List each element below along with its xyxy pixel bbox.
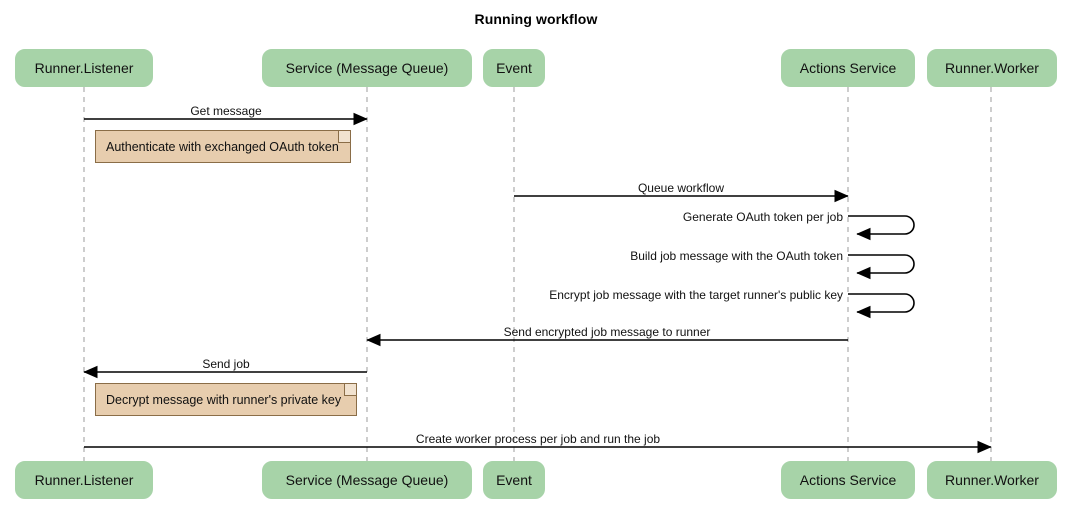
lifeline-group	[83, 87, 992, 461]
actor-label: Service (Message Queue)	[285, 60, 449, 76]
actor-label: Runner.Worker	[945, 472, 1039, 488]
actor-label: Actions Service	[799, 60, 897, 76]
message-group	[83, 112, 992, 454]
actor-event-top[interactable]: Event	[483, 49, 545, 87]
page-title: Running workflow	[474, 11, 598, 27]
note-label: Decrypt message with runner's private ke…	[106, 392, 342, 407]
actor-label: Event	[496, 472, 532, 488]
note-label: Authenticate with exchanged OAuth token	[106, 139, 339, 154]
note-authenticate-with-exchanged-oauth-token: Authenticate with exchanged OAuth token	[95, 130, 351, 163]
message-label-generate-oauth-token-per-job: Generate OAuth token per job	[682, 210, 843, 224]
message-label-send-encrypted-job-message-to-runner: Send encrypted job message to runner	[503, 325, 711, 339]
actor-label: Runner.Listener	[34, 60, 134, 76]
actor-service-message-queue-top[interactable]: Service (Message Queue)	[262, 49, 472, 87]
self-message-build-job-message-with-the-oauth-token	[848, 254, 915, 280]
actor-runner-listener-bottom[interactable]: Runner.Listener	[15, 461, 153, 499]
actor-runner-worker-bottom[interactable]: Runner.Worker	[927, 461, 1057, 499]
self-message-generate-oauth-token-per-job	[848, 215, 915, 241]
actor-actions-service-bottom[interactable]: Actions Service	[781, 461, 915, 499]
actor-actions-service-top[interactable]: Actions Service	[781, 49, 915, 87]
message-label-create-worker-process-per-job-and-run-the-job: Create worker process per job and run th…	[415, 432, 661, 446]
actor-service-message-queue-bottom[interactable]: Service (Message Queue)	[262, 461, 472, 499]
message-label-get-message: Get message	[190, 104, 262, 118]
actor-label: Actions Service	[799, 472, 897, 488]
message-label-send-job: Send job	[202, 357, 250, 371]
actor-label: Runner.Worker	[945, 60, 1039, 76]
note-fold-corner-icon	[344, 384, 356, 396]
message-label-build-job-message-with-the-oauth-token: Build job message with the OAuth token	[630, 249, 843, 263]
message-label-encrypt-job-message-with-the-target-runners-public-key: Encrypt job message with the target runn…	[549, 288, 843, 302]
actor-label: Runner.Listener	[34, 472, 134, 488]
self-message-encrypt-job-message-with-the-target-runners-public-key	[848, 293, 915, 319]
note-fold-corner-icon	[338, 131, 350, 143]
note-decrypt-message-with-runners-private-key: Decrypt message with runner's private ke…	[95, 383, 357, 416]
actor-runner-worker-top[interactable]: Runner.Worker	[927, 49, 1057, 87]
actor-label: Service (Message Queue)	[285, 472, 449, 488]
actor-event-bottom[interactable]: Event	[483, 461, 545, 499]
actor-label: Event	[496, 60, 532, 76]
message-label-queue-workflow: Queue workflow	[637, 181, 725, 195]
actor-runner-listener-top[interactable]: Runner.Listener	[15, 49, 153, 87]
